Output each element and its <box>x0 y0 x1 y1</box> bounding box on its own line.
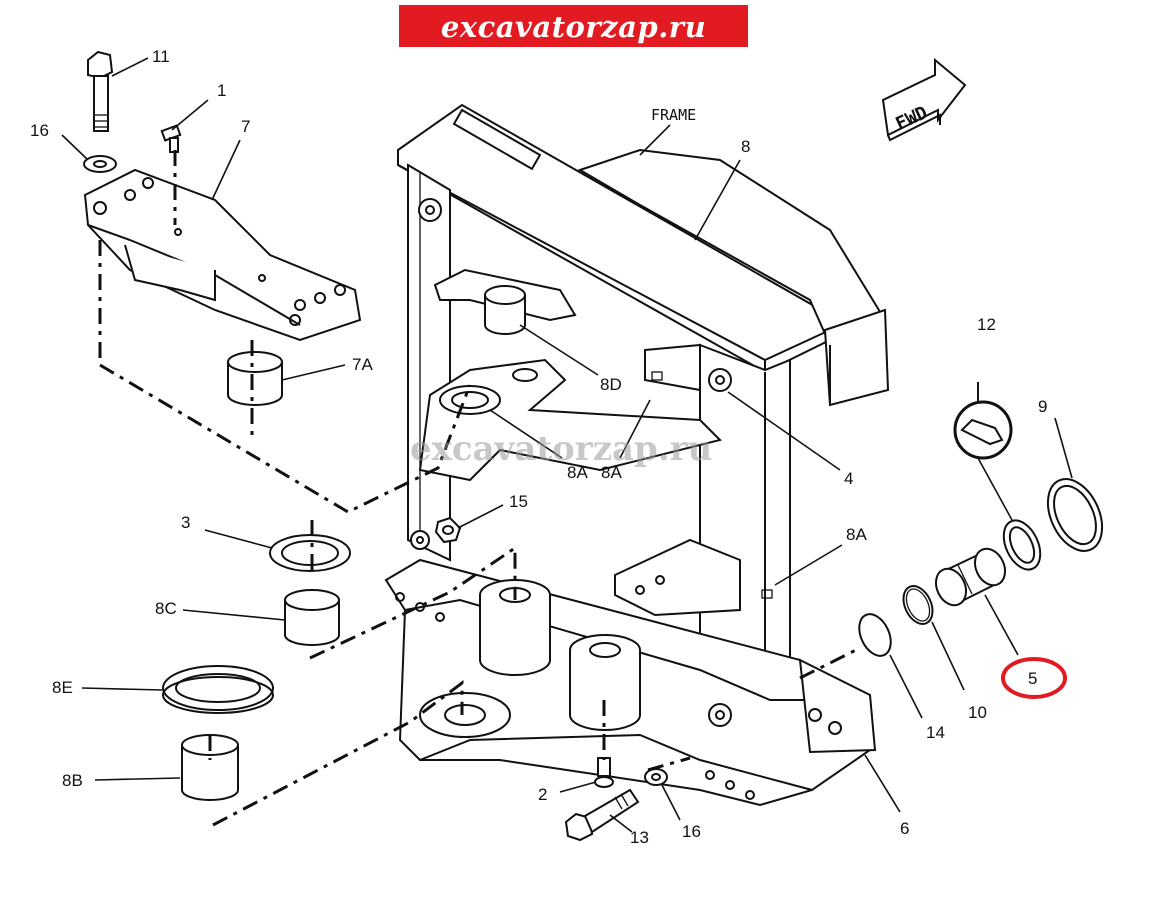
grease-fitting-top <box>160 124 182 153</box>
callout-8: 8 <box>741 137 750 156</box>
callout-2: 2 <box>538 785 547 804</box>
callout-8a-left: 8A <box>567 463 588 482</box>
callout-12: 12 <box>977 315 996 334</box>
washer-bottom <box>644 768 668 786</box>
callout-16-top: 16 <box>30 121 49 140</box>
thrust-washer <box>162 665 274 714</box>
callout-7a: 7A <box>352 355 373 374</box>
watermark-banner: excavatorzap.ru <box>396 2 751 50</box>
callout-14: 14 <box>926 723 945 742</box>
highlight-ring <box>1001 657 1067 699</box>
fwd-arrow-icon: FWD <box>881 57 967 142</box>
pin-5 <box>934 547 1007 607</box>
callout-8e: 8E <box>52 678 73 697</box>
callout-11: 11 <box>152 47 170 66</box>
grease-fitting-15 <box>434 516 462 544</box>
callout-1: 1 <box>217 81 226 100</box>
detail-circle-12 <box>953 382 1013 460</box>
callout-8d: 8D <box>600 375 622 394</box>
ring-9 <box>1046 478 1104 552</box>
bolt <box>87 50 114 132</box>
grease-fitting-2 <box>594 757 614 788</box>
frame-label: FRAME <box>651 106 696 124</box>
callout-13: 13 <box>630 828 649 847</box>
callout-3: 3 <box>181 513 190 532</box>
leader-lines <box>61 57 1073 833</box>
snap-ring-10 <box>902 585 934 625</box>
bolt-13 <box>564 788 640 842</box>
seal-11 <box>1002 519 1042 571</box>
callout-8a-side: 8A <box>846 525 867 544</box>
callout-6: 6 <box>900 819 909 838</box>
watermark-banner-text: excavatorzap.ru <box>440 10 707 44</box>
callout-8a-right: 8A <box>601 463 622 482</box>
callout-8c: 8C <box>155 599 177 618</box>
bushing-8c <box>284 589 340 646</box>
callout-9: 9 <box>1038 397 1047 416</box>
shim-ring <box>269 534 351 572</box>
callout-labels: 11 1 16 7 8 7A 8D 12 9 4 8A 8A 15 3 8A 8… <box>30 47 1067 847</box>
callout-15: 15 <box>509 492 528 511</box>
callout-10: 10 <box>968 703 987 722</box>
callout-4: 4 <box>844 469 853 488</box>
bushing <box>227 351 283 406</box>
seal-ring-14 <box>858 613 892 657</box>
assembly-lines <box>98 150 861 827</box>
frame-body <box>384 103 890 807</box>
callout-7: 7 <box>241 117 250 136</box>
callout-8b: 8B <box>62 771 83 790</box>
callout-5: 5 <box>1028 669 1037 688</box>
watermark-overlay: excavatorzap.ru <box>410 429 712 469</box>
mounting-bracket <box>83 168 362 342</box>
washer-top <box>83 155 117 173</box>
callout-16-bottom: 16 <box>682 822 701 841</box>
